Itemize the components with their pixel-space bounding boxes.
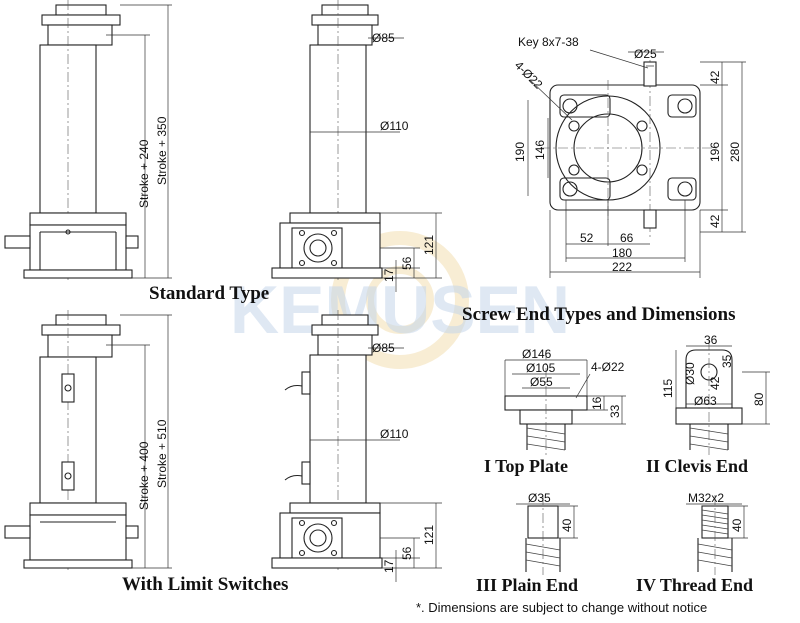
top-plate-holes: 4-Ø22 [591,360,625,374]
top-plate-d55: Ø55 [530,375,553,389]
clevis-h42: 42 [708,376,722,390]
caption-plain-end: III Plain End [476,575,578,595]
limit-stroke-a: Stroke + 400 [137,441,151,510]
standard-d85: Ø85 [372,31,395,45]
limit-h56: 56 [400,546,414,560]
limit-h121: 121 [422,525,436,545]
plan-key: Key 8x7-38 [518,35,579,49]
clevis-h115: 115 [661,379,675,398]
plan-r196: 196 [708,142,722,162]
watermark-text: KEMUSEN [230,272,570,348]
plan-w180: 180 [612,246,632,260]
top-plate-d105: Ø105 [526,361,556,375]
plain-end-drawing: Ø35 40 [516,491,578,575]
caption-limit-switches: With Limit Switches [122,574,288,595]
standard-stroke-a: Stroke + 240 [137,139,151,208]
caption-thread-end: IV Thread End [636,575,753,595]
limit-side-view: Ø85 Ø110 121 56 17 [271,310,442,582]
plan-w222: 222 [612,260,632,274]
plain-h40: 40 [560,518,574,532]
caption-screw-end-types: Screw End Types and Dimensions [462,304,735,325]
clevis-h80: 80 [752,392,766,406]
plan-h146: 146 [533,140,547,160]
standard-h17: 17 [382,268,396,282]
clevis-d30: Ø30 [683,362,697,385]
watermark: KEMUSEN [230,231,570,369]
limit-d110: Ø110 [380,427,409,441]
plain-d35: Ø35 [528,491,551,505]
plan-r42-top: 42 [708,70,722,84]
caption-standard-type: Standard Type [149,283,269,304]
plan-r42-bot: 42 [708,214,722,228]
thread-h40: 40 [730,518,744,532]
clevis-h35: 35 [720,354,734,368]
standard-stroke-b: Stroke + 350 [155,116,169,185]
standard-h56: 56 [400,256,414,270]
standard-h121: 121 [422,235,436,255]
plan-shaft: Ø25 [634,47,657,61]
clevis-end-drawing: 36 115 Ø30 42 35 Ø63 80 [661,333,770,455]
caption-clevis-end: II Clevis End [646,456,748,476]
plan-view: Key 8x7-38 Ø25 4-Ø22 190 146 52 66 180 2… [512,35,746,278]
plan-w52: 52 [580,231,594,245]
plan-holes: 4-Ø22 [512,58,546,92]
top-plate-t33: 33 [608,404,622,418]
limit-stroke-b: Stroke + 510 [155,419,169,488]
clevis-w36: 36 [704,333,718,347]
limit-d85: Ø85 [372,341,395,355]
thread-end-drawing: M32x2 40 [686,491,748,575]
standard-d110: Ø110 [380,119,409,133]
top-plate-t16: 16 [590,396,604,410]
plan-h190: 190 [513,142,527,162]
top-plate-d146: Ø146 [522,347,552,361]
standard-side-view: Ø85 Ø110 121 56 17 [271,0,442,292]
caption-top-plate: I Top Plate [484,456,568,476]
clevis-d63: Ø63 [694,394,717,408]
top-plate-drawing: Ø146 Ø105 Ø55 4-Ø22 16 33 [504,347,626,455]
plan-w66: 66 [620,231,634,245]
limit-front-view: Stroke + 400 Stroke + 510 [4,310,172,570]
disclaimer-note: *. Dimensions are subject to change with… [416,600,707,615]
limit-h17: 17 [382,559,396,573]
thread-m32: M32x2 [688,491,724,505]
standard-front-view: Stroke + 240 Stroke + 350 [4,0,172,280]
plan-r280: 280 [728,142,742,162]
